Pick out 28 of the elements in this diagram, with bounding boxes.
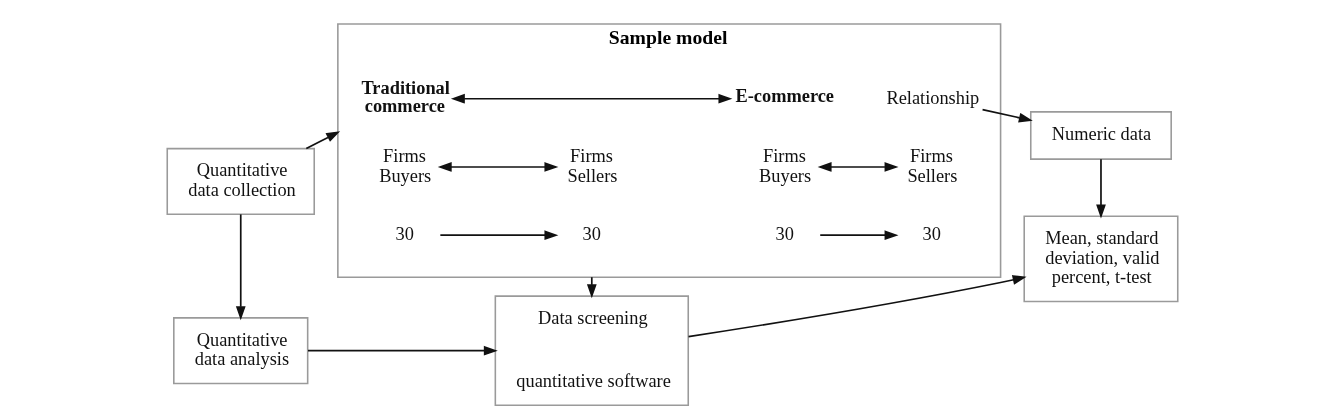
node-box: Mean, standard deviation, valid percent, t-test — [1022, 215, 1179, 303]
node-text: 30 — [775, 224, 794, 245]
node-text: Firms Sellers — [567, 145, 617, 186]
arrow — [306, 345, 498, 356]
arrow — [981, 108, 1033, 123]
node-text: E-commerce — [734, 86, 834, 107]
arrow — [304, 131, 340, 150]
node-text: 30 — [922, 224, 941, 245]
node-text: Relationship — [885, 87, 979, 108]
arrow — [818, 230, 898, 241]
node-box: Numeric data — [1029, 111, 1172, 160]
arrow — [439, 230, 558, 241]
node-text: 30 — [395, 224, 414, 245]
arrow — [586, 276, 597, 299]
node-text: Firms Buyers — [378, 145, 431, 186]
arrow — [817, 162, 898, 172]
node-box: Data screening quantitative software — [494, 295, 689, 407]
node-text: Firms Buyers — [758, 145, 811, 186]
arrow — [235, 213, 246, 321]
node-text: Firms Sellers — [906, 145, 957, 186]
arrow — [687, 275, 1027, 338]
node-box: Quantitative data collection — [165, 147, 315, 215]
arrow — [437, 162, 558, 172]
node-text: 30 — [582, 224, 601, 245]
arrow — [1095, 158, 1106, 219]
arrow — [450, 93, 732, 104]
node-box: Quantitative data analysis — [172, 317, 308, 385]
node-text: Traditional commerce — [360, 77, 450, 117]
